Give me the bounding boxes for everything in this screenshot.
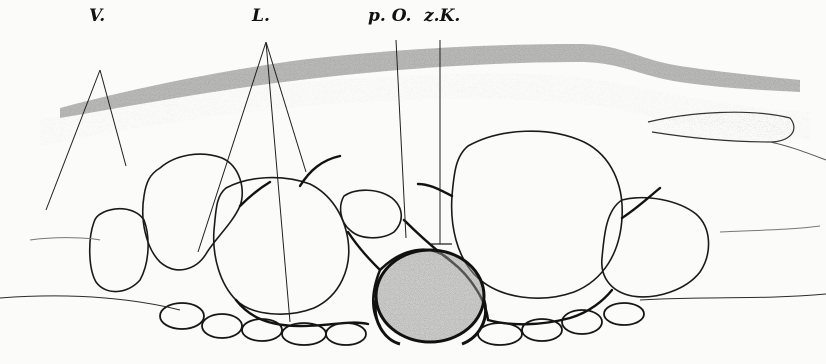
cell-left-outer	[90, 209, 148, 292]
cell-left	[143, 154, 242, 270]
cell-left-center	[214, 178, 349, 315]
central-body	[375, 250, 485, 344]
label-po: p. O.	[368, 6, 411, 26]
cell-small-top	[341, 190, 402, 238]
label-v: V.	[89, 6, 105, 26]
label-zk: z.K.	[424, 6, 460, 26]
cell-right-outer	[602, 198, 709, 297]
label-l: L.	[252, 6, 270, 26]
